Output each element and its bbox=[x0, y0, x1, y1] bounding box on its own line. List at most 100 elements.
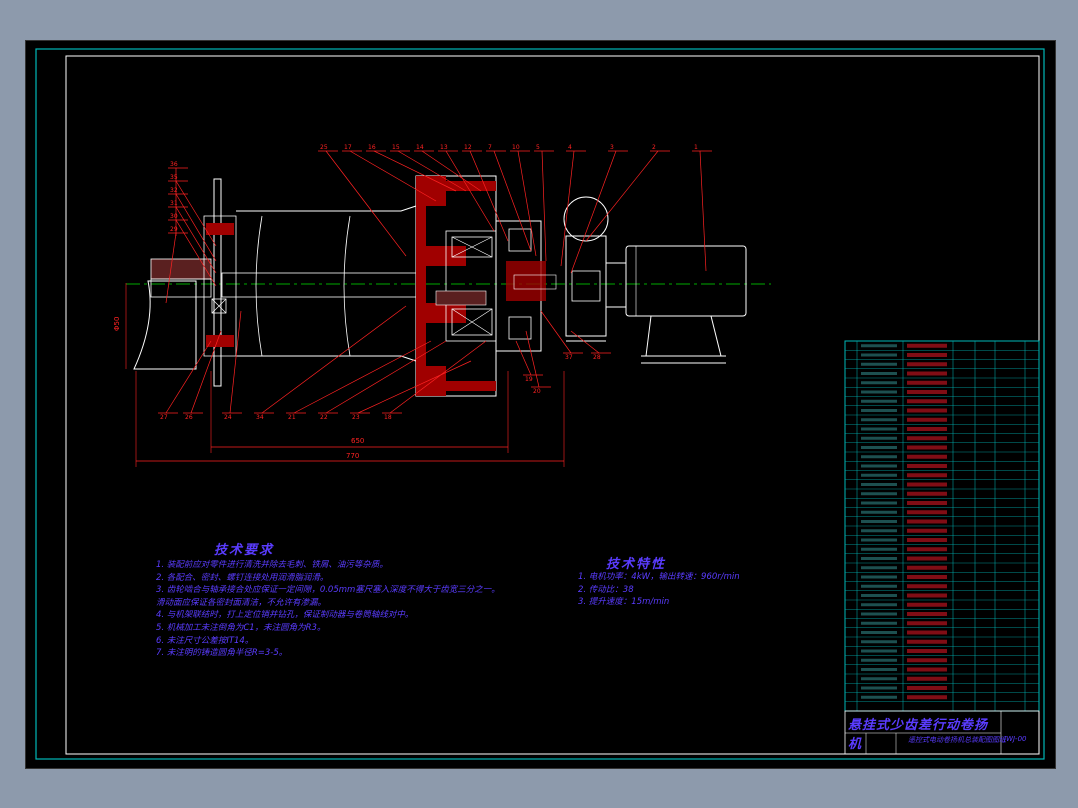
bom-cell-mark bbox=[861, 446, 897, 449]
brake-wheel-top bbox=[563, 196, 609, 242]
part-number-label: 5 bbox=[536, 144, 540, 151]
coupling-housing bbox=[495, 220, 542, 352]
tech-requirements-list: 1. 装配前应对零件进行清洗并除去毛刺、铁屑、油污等杂质。2. 各配合、密封、螺… bbox=[156, 559, 556, 660]
leader-line bbox=[261, 305, 407, 414]
bom-cell-mark bbox=[861, 529, 897, 533]
tech-requirement-item: 滑动面应保证各密封面清洁，不允许有渗漏。 bbox=[156, 597, 327, 608]
bom-cell-mark bbox=[907, 473, 947, 478]
bom-cell-mark bbox=[861, 409, 897, 412]
bom-cell-mark bbox=[907, 427, 947, 431]
bom-cell-mark bbox=[861, 575, 897, 579]
bom-cell-mark bbox=[907, 584, 947, 589]
bom-cell-mark bbox=[907, 565, 947, 570]
bom-cell-mark bbox=[861, 695, 897, 699]
bom-cell-mark bbox=[861, 344, 897, 348]
motor-body bbox=[625, 245, 747, 317]
motor-coupling bbox=[605, 262, 627, 308]
tech-feature-item: 3. 提升速度：15m/min bbox=[578, 597, 670, 608]
tech-features-heading: 技术特性 bbox=[606, 557, 667, 572]
bom-cell-mark bbox=[907, 602, 947, 607]
leader-line bbox=[357, 360, 472, 414]
leader-line bbox=[397, 150, 467, 192]
bom-cell-mark bbox=[861, 372, 897, 375]
leader-line bbox=[293, 340, 432, 414]
left-support bbox=[133, 280, 197, 370]
part-number-label: 30 bbox=[170, 213, 178, 220]
leader-line bbox=[229, 310, 242, 414]
bom-cell-mark bbox=[907, 612, 947, 616]
part-number-label: 13 bbox=[440, 144, 448, 151]
part-number-label: 14 bbox=[416, 144, 424, 151]
bom-cell-mark bbox=[861, 658, 897, 662]
leader-line bbox=[540, 310, 572, 354]
bom-cell-mark bbox=[861, 640, 897, 644]
leader-line bbox=[570, 330, 600, 354]
bom-cell-mark bbox=[907, 371, 947, 376]
bom-cell-mark bbox=[907, 528, 947, 533]
part-number-label: 32 bbox=[170, 187, 178, 194]
leader-line bbox=[541, 150, 547, 262]
bom-cell-mark bbox=[907, 353, 947, 357]
leader-line bbox=[175, 193, 217, 262]
part-number-label: 24 bbox=[224, 414, 232, 421]
bom-cell-mark bbox=[861, 483, 897, 486]
tech-feature-item: 2. 传动比：38 bbox=[578, 584, 634, 595]
left-bearing bbox=[211, 298, 227, 314]
bom-cell-mark bbox=[861, 510, 897, 514]
tech-features-list: 1. 电机功率：4kW，输出转速：960r/min 2. 传动比：38 3. 提升速… bbox=[578, 571, 838, 609]
tech-requirement-item: 5. 机械加工未注倒角为C1，未注圆角为R3。 bbox=[156, 622, 326, 633]
bom-cell-mark bbox=[861, 631, 897, 634]
bom-cell-mark bbox=[907, 575, 947, 579]
part-number-label: 31 bbox=[170, 200, 178, 207]
tech-requirements-heading: 技术要求 bbox=[214, 543, 275, 558]
bom-cell-mark bbox=[861, 399, 897, 403]
part-number-label: 29 bbox=[170, 226, 178, 233]
bom-cell-mark bbox=[907, 658, 947, 663]
bom-cell-mark bbox=[861, 594, 897, 597]
part-number-label: 18 bbox=[384, 414, 392, 421]
leader-line bbox=[165, 340, 212, 414]
leader-line bbox=[445, 150, 495, 232]
bom-cell-mark bbox=[907, 390, 947, 394]
leader-line bbox=[585, 150, 659, 242]
bom-cell-mark bbox=[861, 584, 897, 588]
tech-requirement-item: 7. 未注明的铸造圆角半径R=3-5。 bbox=[156, 648, 288, 659]
bom-cell-mark bbox=[907, 343, 947, 348]
tech-feature-item: 1. 电机功率：4kW，输出转速：960r/min bbox=[578, 572, 740, 582]
bom-cell-mark bbox=[907, 408, 947, 413]
bom-cell-mark bbox=[907, 519, 947, 524]
bom-cell-mark bbox=[907, 399, 947, 404]
bom-cell-mark bbox=[907, 593, 947, 598]
bom-cell-mark bbox=[861, 547, 897, 551]
bom-cell-mark bbox=[861, 566, 897, 570]
leader-line bbox=[517, 150, 537, 257]
bom-cell-mark bbox=[907, 380, 947, 385]
part-number-label: 27 bbox=[160, 414, 168, 421]
part-number-label: 16 bbox=[368, 144, 376, 151]
part-number-label: 28 bbox=[593, 354, 601, 361]
bill-of-materials bbox=[844, 340, 1040, 712]
leader-line bbox=[525, 330, 540, 388]
bom-cell-mark bbox=[861, 686, 897, 690]
bom-cell-mark bbox=[907, 676, 947, 681]
bom-cell-mark bbox=[907, 556, 947, 561]
shaft-collar bbox=[150, 278, 212, 298]
leader-line bbox=[175, 180, 217, 247]
bom-cell-mark bbox=[907, 510, 947, 515]
leader-line bbox=[560, 150, 575, 267]
part-number-label: 22 bbox=[320, 414, 328, 421]
bom-cell-mark bbox=[907, 639, 947, 644]
bom-cell-mark bbox=[907, 362, 947, 367]
leader-line bbox=[570, 150, 617, 274]
bom-cell-mark bbox=[907, 667, 947, 672]
tech-requirement-item: 3. 齿轮啮合与轴承接合处应保证一定间隙，0.05mm塞尺塞入深度不得大于齿宽三… bbox=[156, 585, 500, 596]
part-number-label: 36 bbox=[170, 161, 178, 168]
part-number-label: 20 bbox=[533, 388, 541, 395]
bom-cell-mark bbox=[861, 612, 897, 616]
leader-line bbox=[175, 219, 217, 287]
part-number-label: 21 bbox=[288, 414, 296, 421]
part-number-label: 25 bbox=[320, 144, 328, 151]
